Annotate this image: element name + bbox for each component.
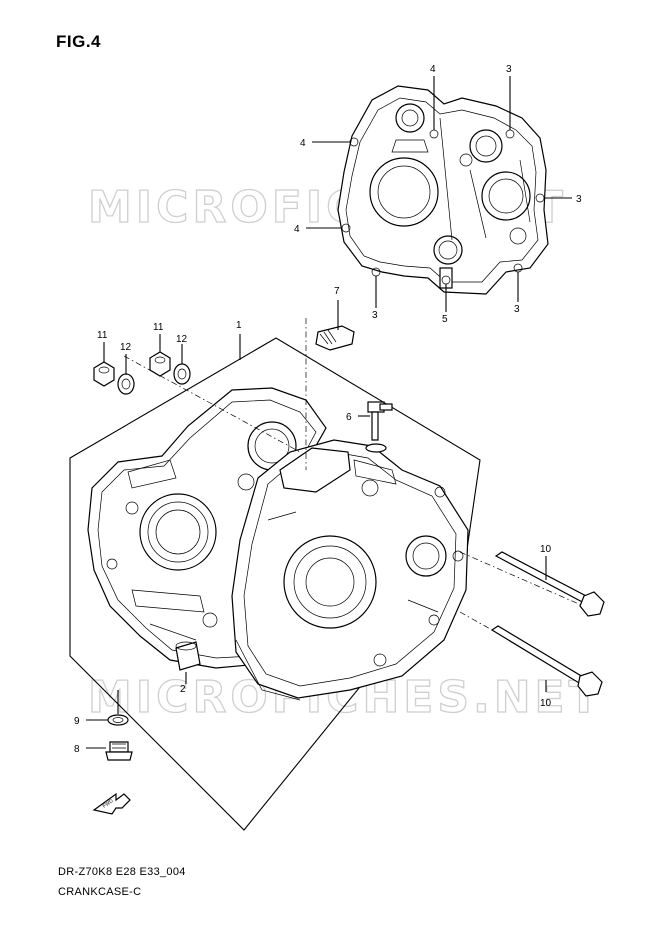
- washer-part-12a: [117, 373, 135, 395]
- callout-12-left: 12: [120, 342, 132, 353]
- callout-7: 7: [334, 286, 340, 297]
- callout-8: 8: [74, 744, 80, 755]
- top-leaders: [306, 76, 572, 312]
- fwd-arrow-icon: FWD: [92, 792, 131, 815]
- figure-title: FIG.4: [56, 32, 102, 51]
- callout-3-right: 3: [576, 194, 582, 205]
- nut-part-11b: [149, 351, 171, 377]
- washer-part-12b: [173, 363, 191, 385]
- callout-11-left: 11: [97, 330, 108, 341]
- washer-part-9: [107, 714, 129, 726]
- callout-3-bottom-right: 3: [514, 304, 520, 315]
- callout-3-top: 3: [506, 64, 512, 75]
- callout-9: 9: [74, 716, 80, 727]
- callout-11-right: 11: [153, 322, 164, 333]
- callout-10-upper: 10: [540, 544, 552, 555]
- figure-name: CRANKCASE-C: [58, 886, 142, 898]
- callout-4-left-upper: 4: [300, 138, 306, 149]
- callout-1: 1: [236, 320, 242, 331]
- cushion-part-7: [315, 325, 355, 351]
- callout-numbers: 4 3 4 3 4 3 5 3 7 1 11 12 11 12 6 10 10 …: [74, 64, 582, 755]
- crankcase-assembly: [87, 387, 469, 701]
- callout-2: 2: [180, 684, 186, 695]
- dowel-pin-part-2: [175, 641, 201, 671]
- callout-10-lower: 10: [540, 698, 552, 709]
- fitting-part-6: [365, 401, 393, 453]
- main-leaders: [86, 300, 547, 749]
- fwd-label: FWD: [102, 798, 115, 810]
- nut-part-11a: [93, 361, 115, 387]
- drain-plug-part-8: [105, 741, 133, 761]
- bolt-part-10b: [490, 625, 603, 697]
- callout-3-bottom-left: 3: [372, 310, 378, 321]
- callout-6: 6: [346, 412, 352, 423]
- bolt-part-10a: [494, 551, 605, 617]
- crankcase-inner-view: [337, 85, 549, 295]
- callout-5: 5: [442, 314, 448, 325]
- callout-4-left-lower: 4: [294, 224, 300, 235]
- callout-4-top: 4: [430, 64, 436, 75]
- callout-12-right: 12: [176, 334, 188, 345]
- figure-code: DR-Z70K8 E28 E33_004: [58, 866, 186, 878]
